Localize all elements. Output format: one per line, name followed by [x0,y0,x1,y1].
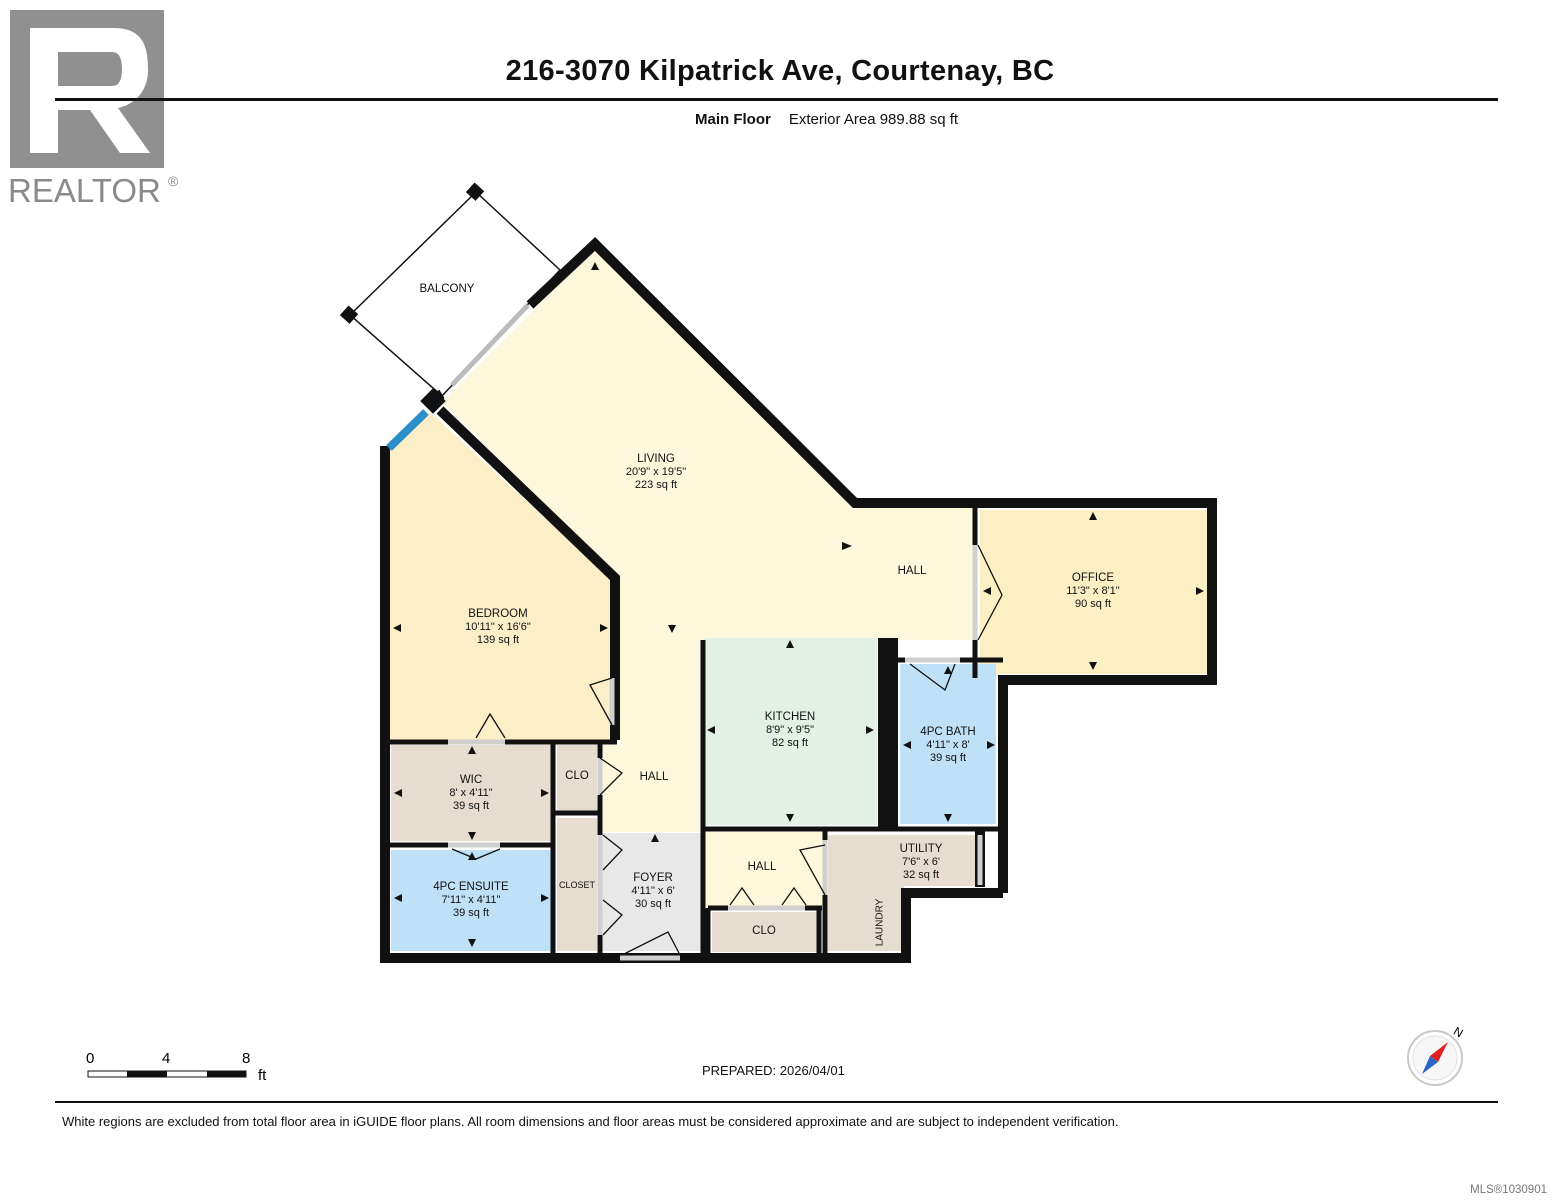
page-title: 216-3070 Kilpatrick Ave, Courtenay, BC [505,55,1055,87]
title-divider [55,98,1498,101]
clo-upper-fill [557,745,597,811]
prepared-date: PREPARED: 2026/04/01 [702,1063,845,1078]
scale-bar: 0 4 8 ft [86,1050,267,1084]
room-label-laundry: LAUNDRY [874,898,886,947]
room-label-closet: CLOSET [558,880,596,890]
svg-text:8: 8 [242,1050,250,1067]
room-label-hall-lower: HALL [639,771,669,783]
kitchen-fill [705,638,877,825]
svg-text:®: ® [168,173,179,189]
bath-fill [900,664,996,824]
realtor-wordmark: REALTOR [8,172,161,209]
closet-fill [557,818,597,951]
disclaimer-text: White regions are excluded from total fl… [62,1114,1119,1129]
svg-text:0: 0 [86,1050,94,1067]
clo-lower-fill [712,912,817,952]
ensuite-fill [391,850,551,951]
realtor-logo: REALTOR ® [8,10,179,209]
room-label-clo-upper: CLO [565,770,589,782]
room-label-clo-lower: CLO [752,925,776,937]
floor-name: Main Floor [695,111,771,128]
svg-text:ft: ft [258,1067,267,1084]
hall-lower-fill [600,745,700,832]
svg-text:4: 4 [162,1050,170,1067]
living-room-fill [442,248,975,832]
office-fill [980,510,1208,674]
room-label-hall-mid: HALL [747,861,777,873]
hall-mid-fill [705,832,823,907]
bedroom-fill [387,412,612,742]
room-label-hall-upper: HALL [897,565,927,577]
room-label-balcony: BALCONY [419,283,475,295]
floor-subtitle: Main Floor Exterior Area 989.88 sq ft [695,111,958,128]
compass-icon: N [1407,1024,1466,1086]
mls-number: MLS®1030901 [1470,1184,1547,1196]
foyer-fill [601,833,701,951]
footer-divider [55,1101,1498,1103]
exterior-area: Exterior Area 989.88 sq ft [788,111,959,128]
wic-fill [391,745,551,841]
